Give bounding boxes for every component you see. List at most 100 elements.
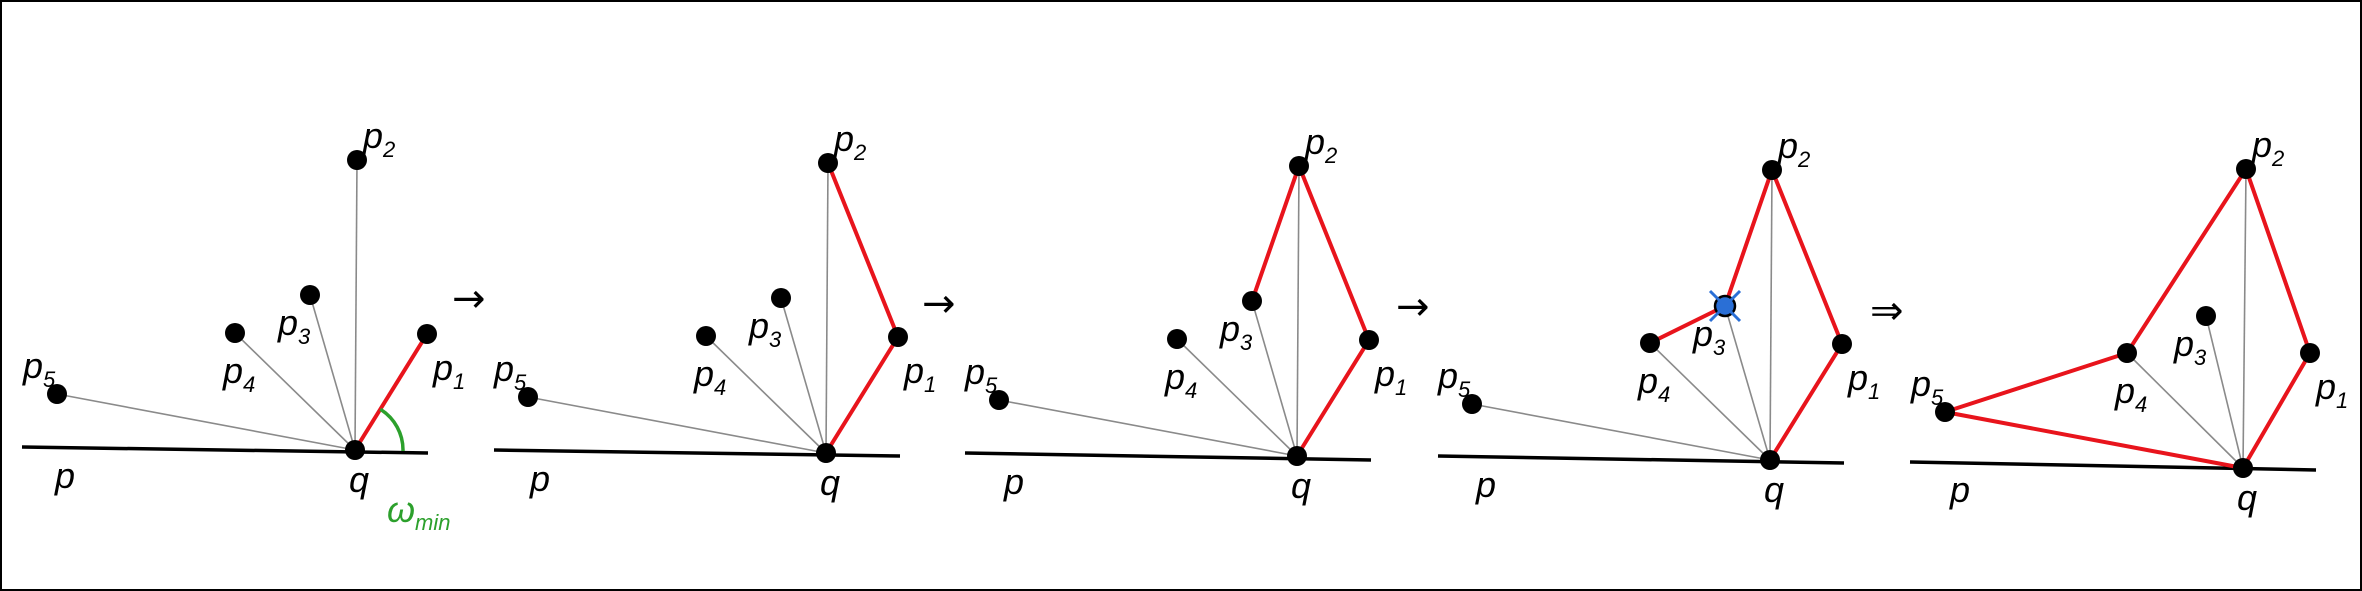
label-subscript: 3: [2194, 345, 2207, 370]
label-letter: p: [1374, 353, 1395, 394]
implies-arrow: ⇒: [1870, 288, 1904, 334]
point-p3: [300, 285, 320, 305]
label-letter: p: [1304, 121, 1325, 162]
spoke-q-p3: [1724, 305, 1771, 461]
label-subscript: 4: [243, 372, 255, 397]
label-letter: p: [1219, 308, 1240, 349]
label-letter: p: [1777, 125, 1798, 166]
label-subscript: 1: [1395, 375, 1407, 400]
omega-subscript: min: [415, 510, 450, 535]
label-p3: p3: [277, 302, 311, 349]
spoke-q-p3: [780, 297, 827, 454]
label-letter: p: [1847, 357, 1868, 398]
label-subscript: 4: [1185, 378, 1197, 403]
omega-symbol: ω: [387, 489, 415, 530]
label-p2: p2: [362, 115, 395, 162]
point-q: [345, 440, 365, 460]
label-p3: p3: [2173, 323, 2207, 370]
spoke-q-p5: [998, 399, 1298, 457]
label-q: q: [349, 459, 369, 500]
label-q: q: [2237, 477, 2257, 518]
label-letter: p: [2114, 370, 2135, 411]
label-p5: p5: [22, 345, 56, 392]
label-letter: p: [222, 350, 243, 391]
point-p3: [2196, 306, 2216, 326]
label-p-line: p: [1003, 461, 1024, 502]
label-p-line: p: [1475, 464, 1496, 505]
spoke-q-p4: [1649, 342, 1771, 461]
point-p2: [1762, 160, 1782, 180]
point-p5: [1935, 402, 1955, 422]
removed-cross-b: [1708, 289, 1742, 323]
spoke-q-p3: [309, 294, 356, 451]
label-letter: p: [2173, 323, 2194, 364]
point-p1: [1832, 334, 1852, 354]
label-p2: p2: [1304, 121, 1337, 168]
label-letter: p: [1637, 360, 1658, 401]
label-p5: p5: [1437, 355, 1471, 402]
spoke-q-p2: [2242, 168, 2247, 469]
label-subscript: 4: [1658, 382, 1670, 407]
label-letter: p: [748, 305, 769, 346]
point-p1: [1359, 330, 1379, 350]
label-letter: p: [277, 302, 298, 343]
label-letter: p: [1910, 363, 1931, 404]
point-p2: [2236, 159, 2256, 179]
label-subscript: 3: [1240, 330, 1253, 355]
label-letter: p: [22, 345, 43, 386]
label-subscript: 1: [2336, 388, 2348, 413]
spoke-q-p5: [1471, 403, 1771, 461]
label-p4: p4: [693, 353, 726, 400]
step-arrows: → → → ⇒: [452, 276, 1904, 334]
spoke-q-p2: [1296, 165, 1300, 457]
label-subscript: 3: [1713, 335, 1726, 360]
label-p1: p1: [1847, 357, 1880, 404]
point-p2: [347, 150, 367, 170]
spoke-q-p4: [705, 335, 827, 454]
label-p1: p1: [432, 347, 465, 394]
label-subscript: 4: [2135, 392, 2147, 417]
label-subscript: 3: [298, 324, 311, 349]
spoke-q-p2: [1769, 169, 1773, 461]
panels: ωminp1p2p3p4p5qpp1p2p3p4p5qpp1p2p3p4p5qp…: [21, 115, 2348, 535]
label-p1: p1: [1374, 353, 1407, 400]
hull-chain: [1944, 164, 2313, 470]
step-arrow-2: →: [922, 281, 956, 327]
label-subscript: 5: [514, 370, 527, 395]
step-arrow-3: →: [1396, 284, 1430, 330]
point-p4: [2117, 343, 2137, 363]
label-subscript: 5: [985, 373, 998, 398]
point-p4: [1640, 333, 1660, 353]
step-arrow-1: →: [452, 276, 486, 322]
point-p1: [417, 324, 437, 344]
point-p4: [1167, 329, 1187, 349]
spoke-q-p5: [56, 393, 356, 451]
label-letter: p: [2251, 124, 2272, 165]
point-p3: [1242, 291, 1262, 311]
label-p5: p5: [964, 351, 998, 398]
label-subscript: 5: [1931, 385, 1944, 410]
label-q: q: [1291, 465, 1311, 506]
point-p4: [225, 323, 245, 343]
label-letter: p: [903, 350, 924, 391]
label-subscript: 5: [1458, 377, 1471, 402]
label-p4: p4: [2114, 370, 2147, 417]
label-p5: p5: [1910, 363, 1944, 410]
label-p1: p1: [2315, 366, 2348, 413]
point-p4: [696, 326, 716, 346]
spoke-q-p4: [1176, 338, 1298, 457]
spoke-q-p3: [1251, 300, 1298, 457]
hull-chain: [353, 332, 429, 452]
label-p-line: p: [529, 458, 550, 499]
label-subscript: 2: [1324, 143, 1337, 168]
point-p2: [1289, 156, 1309, 176]
omega-min-label: ωmin: [387, 489, 451, 535]
label-p3: p3: [748, 305, 782, 352]
label-subscript: 5: [43, 367, 56, 392]
label-p4: p4: [1164, 356, 1197, 403]
point-p1: [888, 327, 908, 347]
